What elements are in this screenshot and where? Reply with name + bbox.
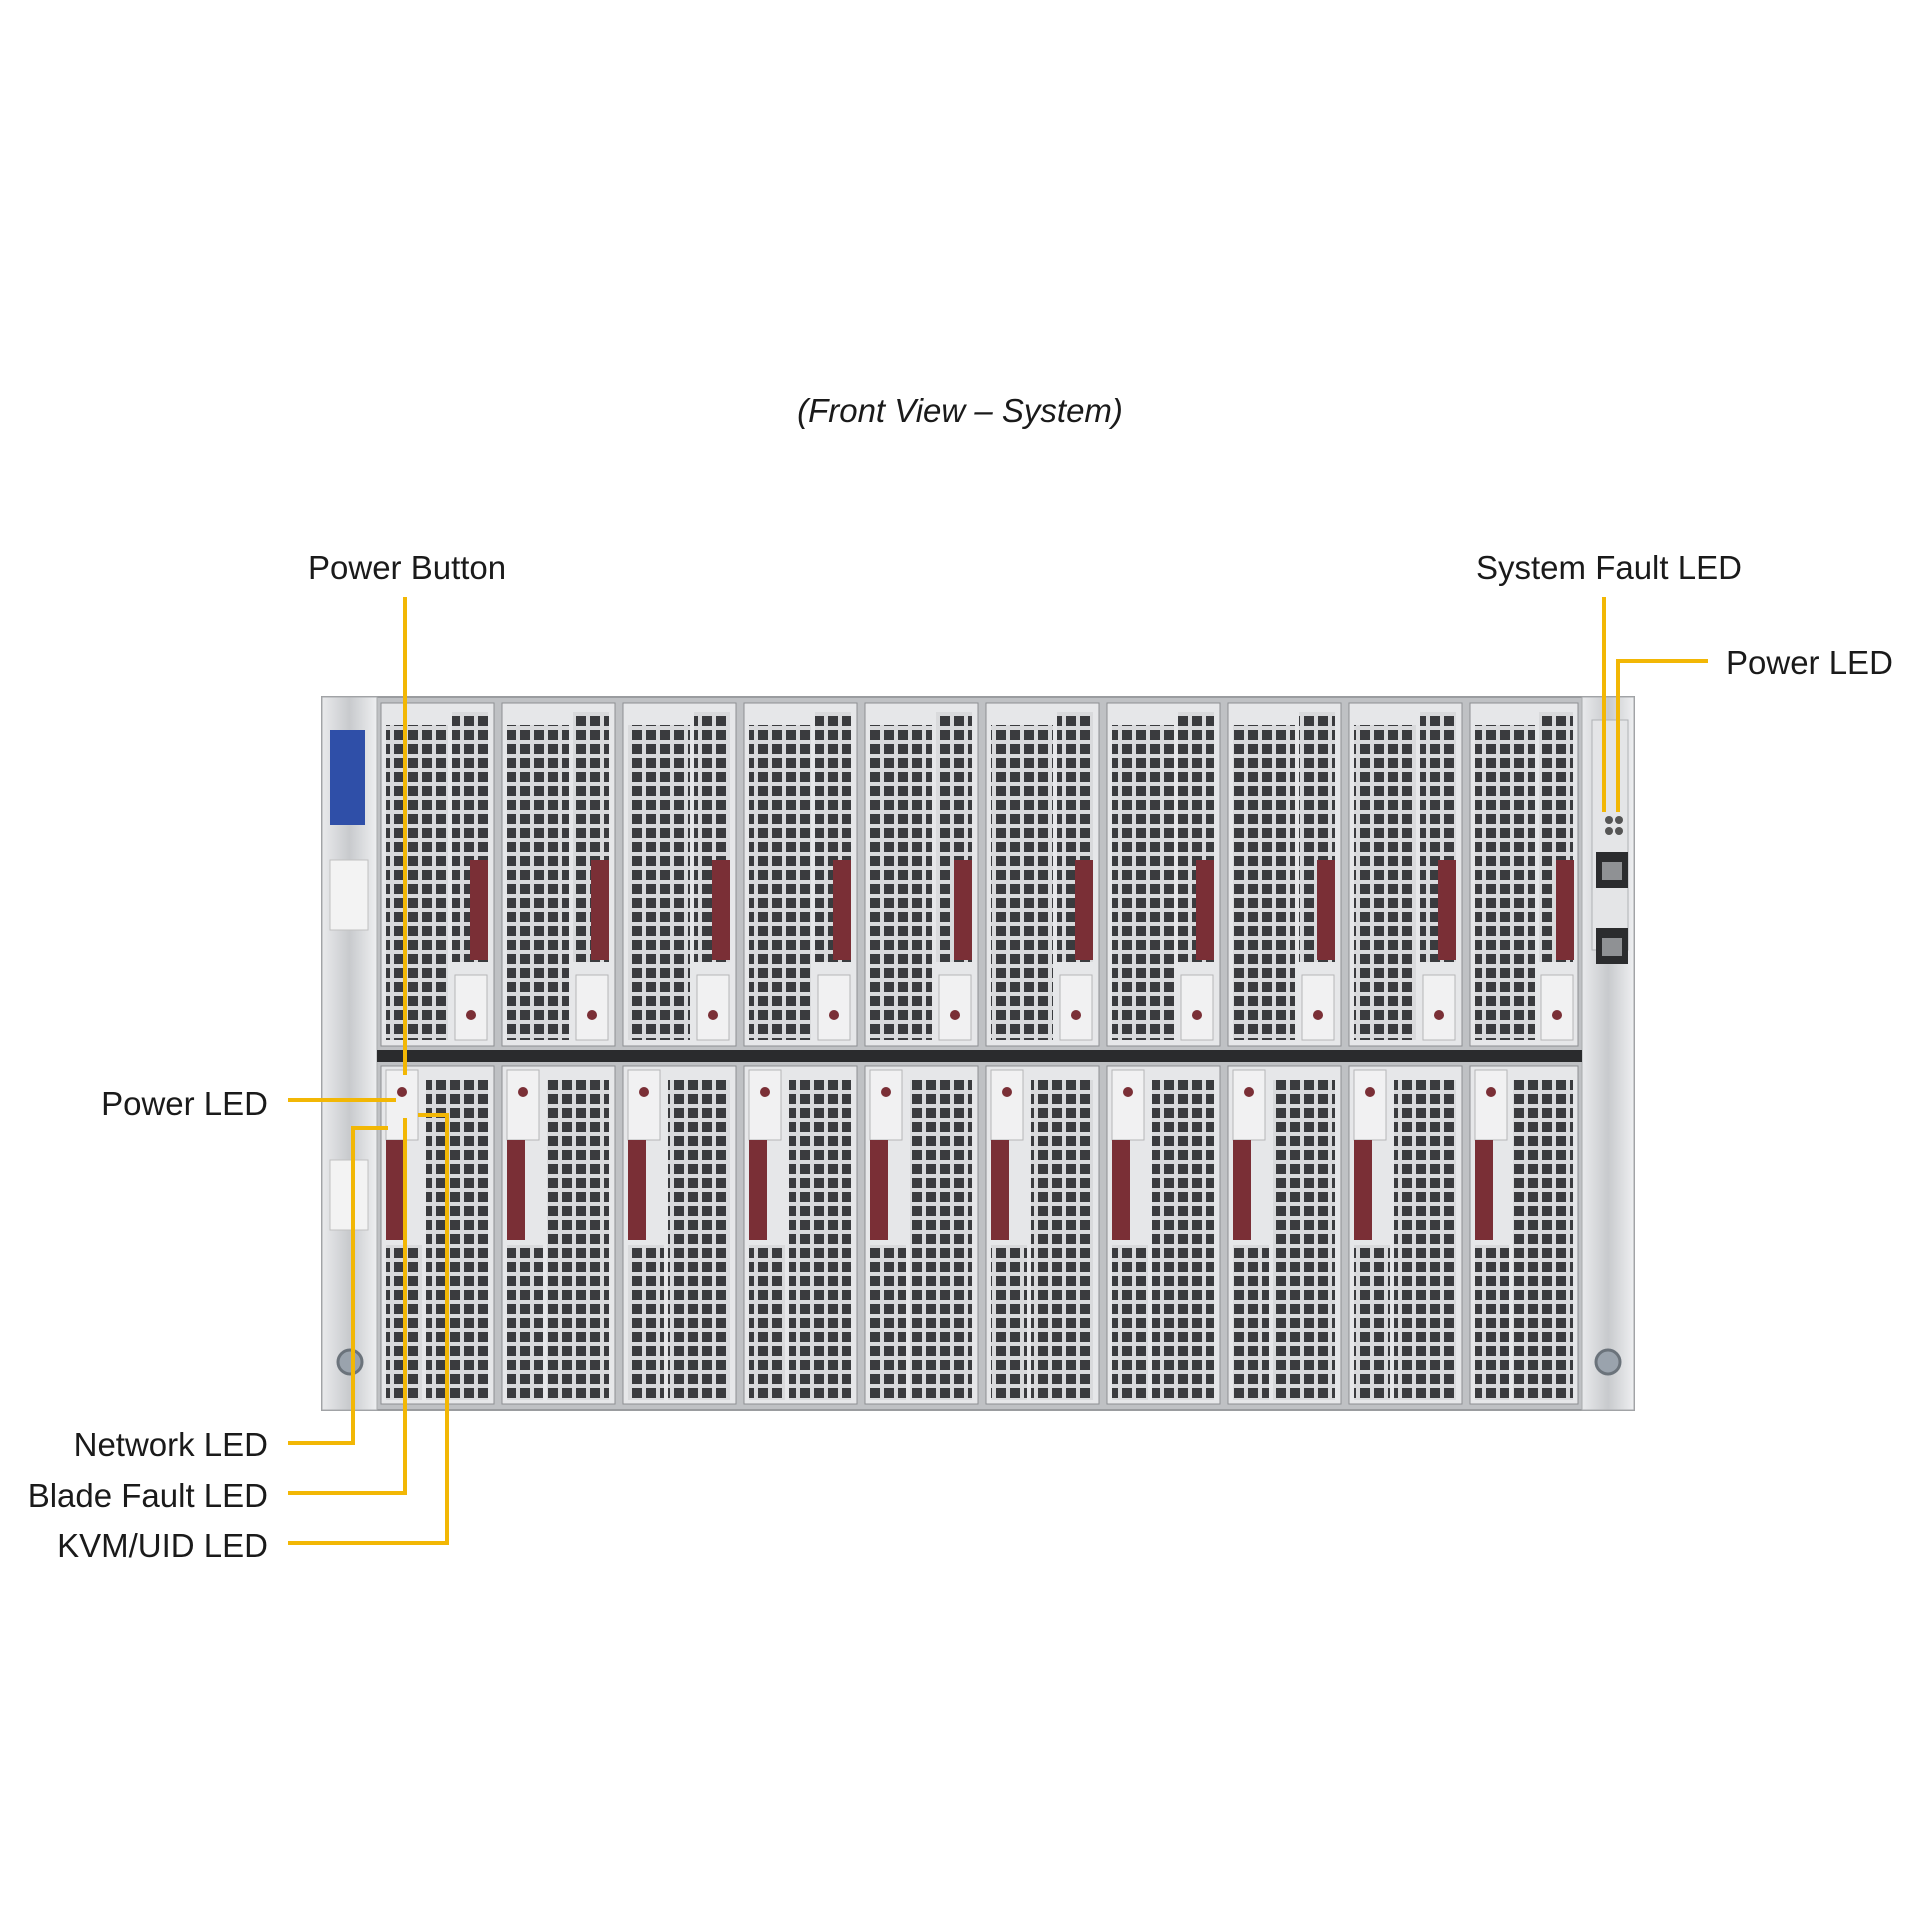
left-ear-tag-lower [329,1159,369,1231]
network-led-leader [288,1126,388,1445]
power-button-label: Power Button [308,549,507,586]
model-label-plate [330,730,365,825]
kvm-uid-led-leader [288,1113,449,1545]
blade-top-9 [1348,702,1463,1047]
blade-top-1 [380,702,495,1047]
blade-bottom-8 [1227,1065,1342,1405]
network-led-label: Network LED [73,1426,268,1463]
blade-bottom-5 [864,1065,979,1405]
blade-row-top [380,702,1579,1047]
blade-bottom-1 [380,1065,495,1405]
blade-top-8 [1227,702,1342,1047]
cmm-module [1591,719,1629,951]
blade-top-7 [1106,702,1221,1047]
blade-top-4 [743,702,858,1047]
right-thumbscrew [1594,1348,1622,1376]
blade-bottom-9 [1348,1065,1463,1405]
blade-top-2 [501,702,616,1047]
blade-bottom-7 [1106,1065,1221,1405]
blade-top-10 [1469,702,1579,1047]
callout-lines [288,597,1708,1545]
blade-bottom-10 [1469,1065,1579,1405]
left-thumbscrew [336,1348,364,1376]
blade-bottom-4 [743,1065,858,1405]
blade-bottom-2 [501,1065,616,1405]
blade-fault-led-label: Blade Fault LED [27,1477,268,1514]
blade-top-5 [864,702,979,1047]
blade-bottom-3 [622,1065,737,1405]
blade-top-3 [622,702,737,1047]
power-led-left-label: Power LED [101,1085,268,1122]
left-ear-tag [329,859,369,931]
blade-row-bottom [380,1065,1579,1405]
blade-bottom-6 [985,1065,1100,1405]
system-fault-led-label: System Fault LED [1476,549,1742,586]
figure-caption: (Front View – System) [797,392,1123,429]
system-power-led-dot [1615,816,1623,824]
system-fault-led-dot [1605,816,1613,824]
power-led-right-leader [1616,659,1708,812]
blade-top-6 [985,702,1100,1047]
kvm-uid-led-label: KVM/UID LED [57,1527,268,1564]
power-led-right-label: Power LED [1726,644,1893,681]
blade-fault-led-leader [288,1118,407,1495]
